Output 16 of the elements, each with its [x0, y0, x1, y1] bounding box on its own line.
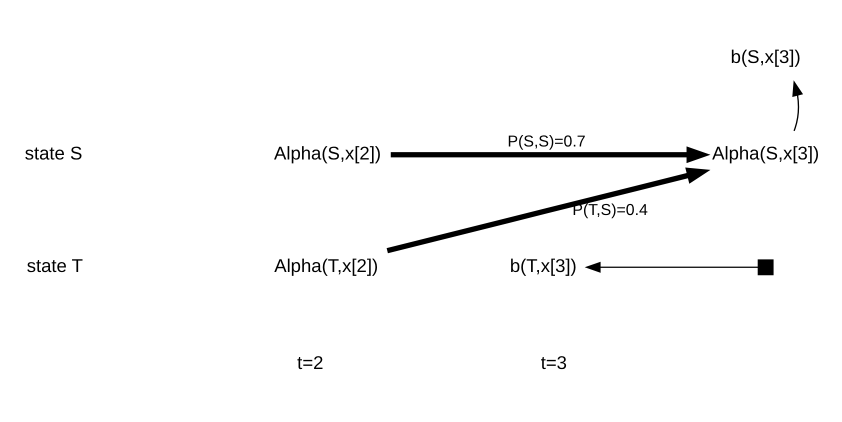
arrow — [390, 146, 710, 164]
label: state T — [26, 255, 82, 276]
node-text: Alpha(S,x[3]) — [712, 142, 819, 164]
edge-label: P(S,S)=0.7 — [507, 133, 586, 150]
edge-label: P(T,S)=0.4 — [572, 202, 648, 220]
node-text: b(T,x[3]) — [509, 255, 576, 276]
arrow — [584, 262, 758, 273]
node-text: Alpha(S,x[2]) — [274, 142, 381, 164]
label: state S — [24, 142, 82, 164]
node-text: b(S,x[3]) — [730, 46, 800, 68]
label: t=3 — [540, 352, 566, 373]
arrow — [792, 80, 803, 132]
node-box — [757, 259, 774, 276]
arrow — [386, 168, 710, 254]
label: t=2 — [296, 352, 323, 373]
node-text: Alpha(T,x[2]) — [274, 255, 378, 276]
